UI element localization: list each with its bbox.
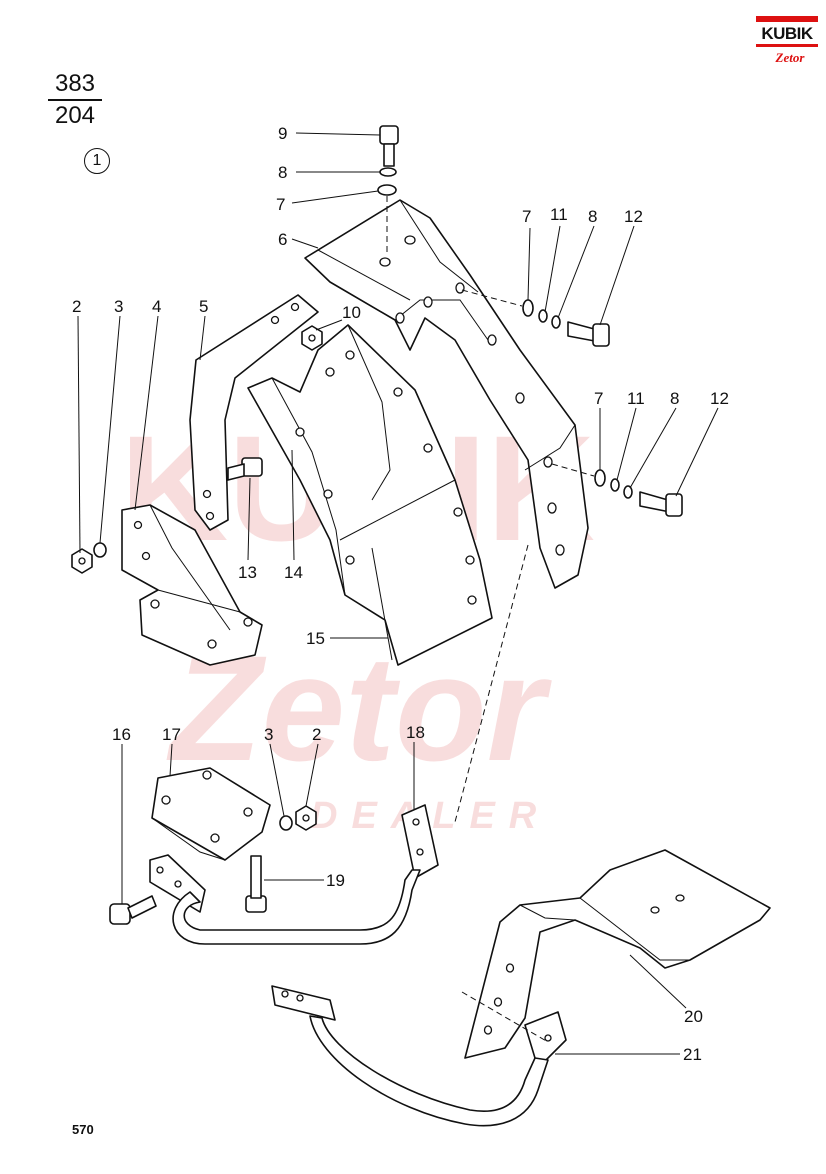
callout-14: 14 xyxy=(284,563,303,582)
callout-8: 8 xyxy=(588,207,597,226)
callout-5: 5 xyxy=(199,297,208,316)
logo-brand: KUBIK xyxy=(761,24,813,43)
callout-17: 17 xyxy=(162,725,181,744)
callout-20: 20 xyxy=(684,1007,703,1026)
callout-7: 7 xyxy=(276,195,285,214)
hardware xyxy=(71,125,683,1043)
callout-12: 12 xyxy=(624,207,643,226)
callout-11: 11 xyxy=(627,389,645,408)
callout-2: 2 xyxy=(312,725,321,744)
logo-top-bar xyxy=(756,16,818,22)
callout-16: 16 xyxy=(112,725,131,744)
leader-lines xyxy=(77,132,719,1055)
callout-6: 6 xyxy=(278,230,287,249)
callout-9: 9 xyxy=(278,124,287,143)
page-number: 570 xyxy=(72,1122,94,1137)
fraction-rule xyxy=(48,99,102,101)
kubik-zetor-logo: KUBIK Zetor xyxy=(756,16,818,70)
callout-8: 8 xyxy=(278,163,287,182)
callout-3: 3 xyxy=(114,297,123,316)
callout-4: 4 xyxy=(152,297,161,316)
callout-2: 2 xyxy=(72,297,81,316)
callout-7: 7 xyxy=(594,389,603,408)
logo-mid-bar xyxy=(756,44,818,47)
callout-3: 3 xyxy=(264,725,273,744)
section-fraction: 383 204 xyxy=(48,70,102,130)
fraction-bottom: 204 xyxy=(54,102,96,129)
part-6-bracket xyxy=(304,199,589,589)
callout-11: 11 xyxy=(550,205,568,224)
part-15-plate xyxy=(247,324,493,666)
callout-15: 15 xyxy=(306,629,325,648)
callout-18: 18 xyxy=(406,723,425,742)
part-21-rod xyxy=(271,985,567,1127)
callout-7: 7 xyxy=(522,207,531,226)
callout-labels: 9 8 7 6 7 11 8 12 2 3 4 5 10 7 11 8 12 1… xyxy=(72,124,729,1064)
callout-12: 12 xyxy=(710,389,729,408)
part-20-bracket xyxy=(464,849,771,1059)
logo-sub: Zetor xyxy=(775,50,805,65)
part-5-arm xyxy=(189,294,319,531)
fraction-top: 383 xyxy=(54,70,96,97)
part-4-base xyxy=(121,504,263,666)
callout-8: 8 xyxy=(670,389,679,408)
callout-19: 19 xyxy=(326,871,345,890)
callout-21: 21 xyxy=(683,1045,702,1064)
part-18-rod xyxy=(149,804,439,945)
callout-13: 13 xyxy=(238,563,257,582)
callout-10: 10 xyxy=(342,303,361,322)
part-17-plate xyxy=(151,767,271,861)
circled-index: 1 xyxy=(84,148,110,174)
